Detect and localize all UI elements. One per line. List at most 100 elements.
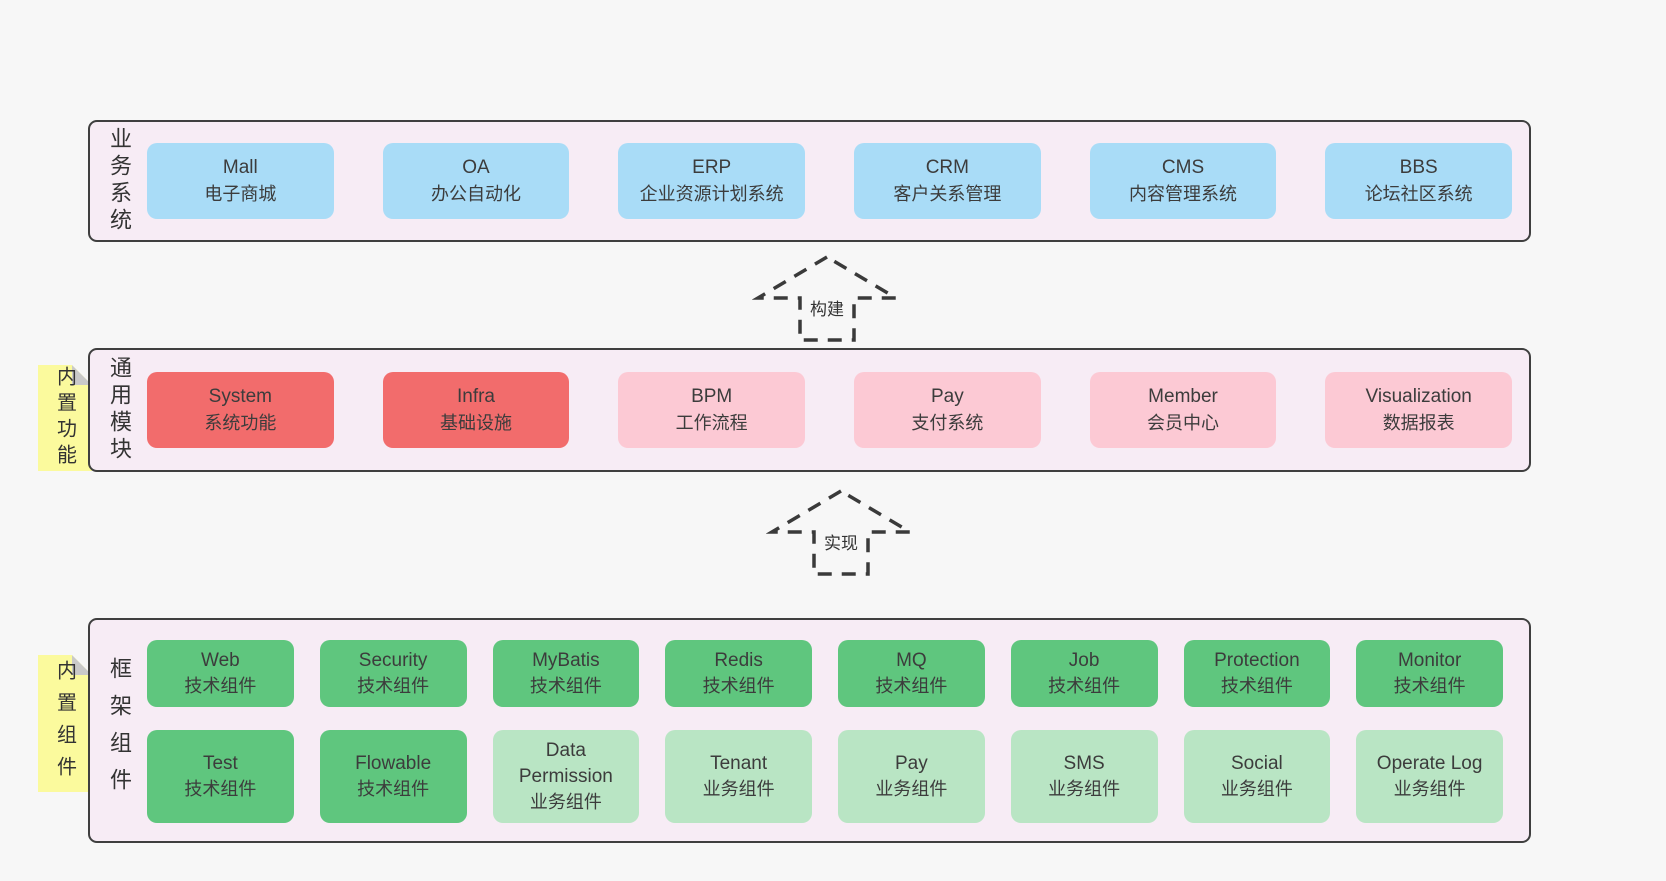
box-desc: 技术组件: [184, 676, 257, 697]
box-desc: 电子商城: [204, 183, 277, 204]
arrow-implement-label: 实现: [820, 528, 862, 555]
box-visualization: Visualization 数据报表: [1325, 372, 1513, 448]
box-desc: 客户关系管理: [893, 183, 1002, 204]
panel-common-modules: 通用模块 System 系统功能 Infra 基础设施 BPM 工作流程 Pay…: [88, 348, 1531, 472]
box-name: CRM: [925, 157, 969, 179]
box-name: Flowable: [355, 752, 432, 774]
note-label: 内置功能: [53, 366, 76, 470]
box-name: Redis: [714, 649, 763, 671]
box-bpm: BPM 工作流程: [618, 372, 806, 448]
box-name: Infra: [456, 386, 496, 408]
box-desc: 技术组件: [184, 779, 257, 800]
box-flowable: Flowable 技术组件: [319, 729, 467, 823]
framework-box-grid: Web 技术组件 Security 技术组件 MyBatis 技术组件 Redi…: [147, 640, 1503, 823]
box-desc: 业务组件: [1048, 779, 1121, 800]
box-desc: 技术组件: [1393, 676, 1466, 697]
box-cms: CMS 内容管理系统: [1089, 143, 1277, 219]
box-web: Web 技术组件: [147, 640, 294, 707]
panel-label-business-systems: 业务系统: [107, 127, 132, 235]
box-operate-log: Operate Log 业务组件: [1356, 729, 1503, 823]
box-erp: ERP 企业资源计划系统: [618, 143, 806, 219]
box-desc: 业务组件: [1220, 779, 1293, 800]
box-bbs: BBS 论坛社区系统: [1325, 143, 1513, 219]
box-data-permission: Data Permission 业务组件: [492, 729, 640, 823]
arrow-build: 构建: [752, 252, 902, 344]
box-redis: Redis 技术组件: [665, 640, 812, 707]
box-protection: Protection 技术组件: [1183, 640, 1331, 707]
box-test: Test 技术组件: [147, 729, 294, 823]
sticky-note-built-in-functions: 内置功能: [38, 365, 92, 471]
box-name: OA: [462, 157, 490, 179]
box-desc: 技术组件: [1048, 676, 1121, 697]
box-desc: 技术组件: [529, 676, 602, 697]
dashed-up-arrow-icon: [766, 488, 916, 576]
box-name: ERP: [692, 157, 732, 179]
box-desc: 论坛社区系统: [1364, 183, 1473, 204]
sticky-note-built-in-components: 内置组件: [38, 655, 92, 792]
box-monitor: Monitor 技术组件: [1356, 640, 1503, 707]
box-desc: 技术组件: [1220, 676, 1293, 697]
box-name: System: [208, 386, 273, 408]
box-name: Test: [202, 752, 238, 774]
box-system: System 系统功能: [147, 372, 334, 448]
box-name: Monitor: [1397, 649, 1462, 671]
box-mall: Mall 电子商城: [147, 143, 334, 219]
box-name: BPM: [691, 386, 733, 408]
box-name: Social: [1231, 752, 1283, 774]
box-desc: 技术组件: [357, 676, 430, 697]
box-desc: 支付系统: [911, 412, 984, 433]
box-desc: 系统功能: [204, 412, 277, 433]
box-desc: 业务组件: [702, 779, 775, 800]
box-name: Mall: [222, 157, 258, 179]
box-tenant: Tenant 业务组件: [665, 729, 812, 823]
box-mybatis: MyBatis 技术组件: [492, 640, 640, 707]
box-member: Member 会员中心: [1089, 372, 1277, 448]
dashed-up-arrow-icon: [752, 254, 902, 342]
box-name: MyBatis: [532, 649, 600, 671]
box-desc: 办公自动化: [431, 183, 521, 204]
box-name: Member: [1148, 386, 1218, 408]
box-name: Job: [1068, 649, 1100, 671]
box-name: MQ: [896, 649, 927, 671]
box-job: Job 技术组件: [1010, 640, 1158, 707]
box-desc: 数据报表: [1382, 412, 1455, 433]
box-infra: Infra 基础设施: [382, 372, 570, 448]
box-desc: 内容管理系统: [1129, 183, 1238, 204]
panel-framework-components: 框架组件 Web 技术组件 Security 技术组件 MyBatis 技术组件…: [88, 618, 1531, 843]
box-mq: MQ 技术组件: [838, 640, 985, 707]
box-name: Data Permission: [518, 739, 613, 788]
box-desc: 会员中心: [1147, 412, 1220, 433]
box-name: Pay: [930, 386, 964, 408]
box-name: Tenant: [710, 752, 768, 774]
box-name: Visualization: [1365, 386, 1472, 408]
box-pay-system: Pay 支付系统: [854, 372, 1041, 448]
box-desc: 基础设施: [440, 412, 512, 433]
box-name: Operate Log: [1376, 752, 1483, 774]
arrow-build-label: 构建: [806, 294, 848, 321]
box-desc: 企业资源计划系统: [639, 183, 784, 204]
box-desc: 工作流程: [675, 412, 748, 433]
box-desc: 业务组件: [875, 779, 948, 800]
box-desc: 业务组件: [529, 792, 602, 813]
box-name: BBS: [1399, 157, 1438, 179]
panel-label-framework-components: 框架组件: [107, 656, 132, 805]
arrow-implement: 实现: [766, 486, 916, 578]
box-name: Pay: [895, 752, 928, 774]
box-name: Protection: [1214, 649, 1300, 671]
box-social: Social 业务组件: [1183, 729, 1331, 823]
box-desc: 技术组件: [702, 676, 775, 697]
panel-business-systems: 业务系统 Mall 电子商城 OA 办公自动化 ERP 企业资源计划系统 CRM…: [88, 120, 1531, 242]
business-box-row: Mall 电子商城 OA 办公自动化 ERP 企业资源计划系统 CRM 客户关系…: [147, 122, 1513, 240]
box-desc: 技术组件: [357, 779, 430, 800]
module-box-row: System 系统功能 Infra 基础设施 BPM 工作流程 Pay 支付系统…: [147, 350, 1513, 470]
panel-label-common-modules: 通用模块: [107, 356, 132, 464]
box-name: SMS: [1063, 752, 1105, 774]
box-desc: 业务组件: [1393, 779, 1466, 800]
box-crm: CRM 客户关系管理: [854, 143, 1041, 219]
box-sms: SMS 业务组件: [1010, 729, 1158, 823]
box-name: Security: [358, 649, 428, 671]
box-oa: OA 办公自动化: [382, 143, 570, 219]
note-label: 内置组件: [53, 659, 76, 788]
box-desc: 技术组件: [875, 676, 948, 697]
